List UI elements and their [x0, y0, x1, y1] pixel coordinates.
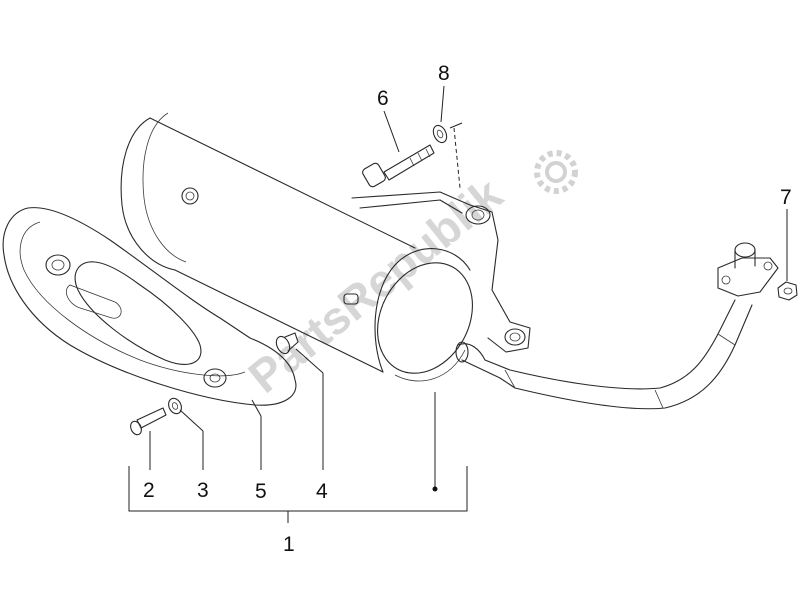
- callout-2: 2: [143, 479, 155, 502]
- nut-part-7: [777, 281, 798, 301]
- callout-5: 5: [255, 480, 267, 503]
- silencer-body: [120, 112, 473, 382]
- bolt-part-6: [362, 144, 435, 188]
- callout-3: 3: [197, 479, 209, 502]
- manifold-flange: [717, 242, 779, 297]
- callout-8: 8: [438, 62, 450, 85]
- heat-shield: [2, 207, 297, 406]
- mounting-bracket: [351, 191, 531, 353]
- watermark-text: PartsRepublik: [239, 167, 512, 402]
- callout-6: 6: [377, 87, 389, 110]
- washer-part-8: [432, 124, 448, 144]
- watermark-gear-icon: [534, 150, 578, 194]
- screw-part-2: [130, 407, 167, 436]
- callout-7: 7: [780, 186, 792, 209]
- spacer-part-4: [275, 332, 299, 355]
- callout-labels: 1 2 3 4 5 6 7 8: [143, 62, 792, 556]
- washer-part-3: [168, 397, 182, 415]
- leader-lines: [149, 85, 788, 492]
- exhaust-pipe: [455, 299, 753, 410]
- callout-4: 4: [316, 480, 328, 503]
- callout-1: 1: [283, 533, 295, 556]
- assembly-group-bracket: [128, 466, 468, 523]
